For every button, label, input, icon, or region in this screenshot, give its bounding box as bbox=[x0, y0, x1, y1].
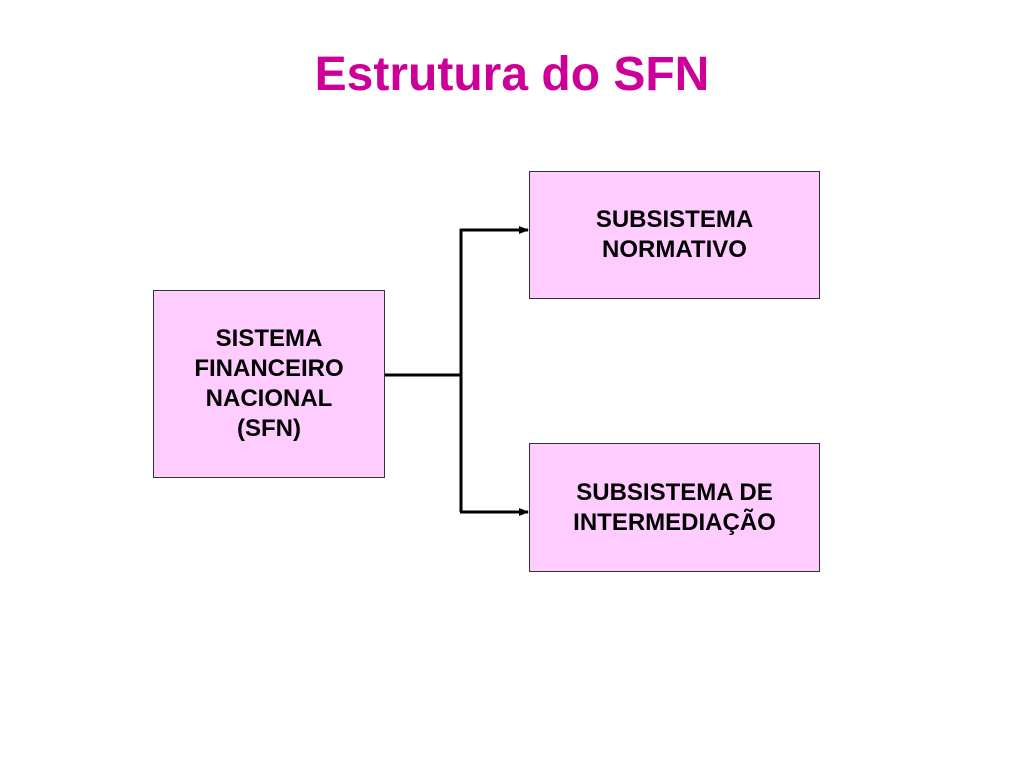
node-subsistema-normativo: SUBSISTEMA NORMATIVO bbox=[529, 171, 820, 299]
slide-title: Estrutura do SFN bbox=[314, 48, 710, 101]
node-sistema-financeiro-nacional: SISTEMA FINANCEIRO NACIONAL (SFN) bbox=[153, 290, 385, 478]
node-subsistema-intermediacao: SUBSISTEMA DE INTERMEDIAÇÃO bbox=[529, 443, 820, 572]
